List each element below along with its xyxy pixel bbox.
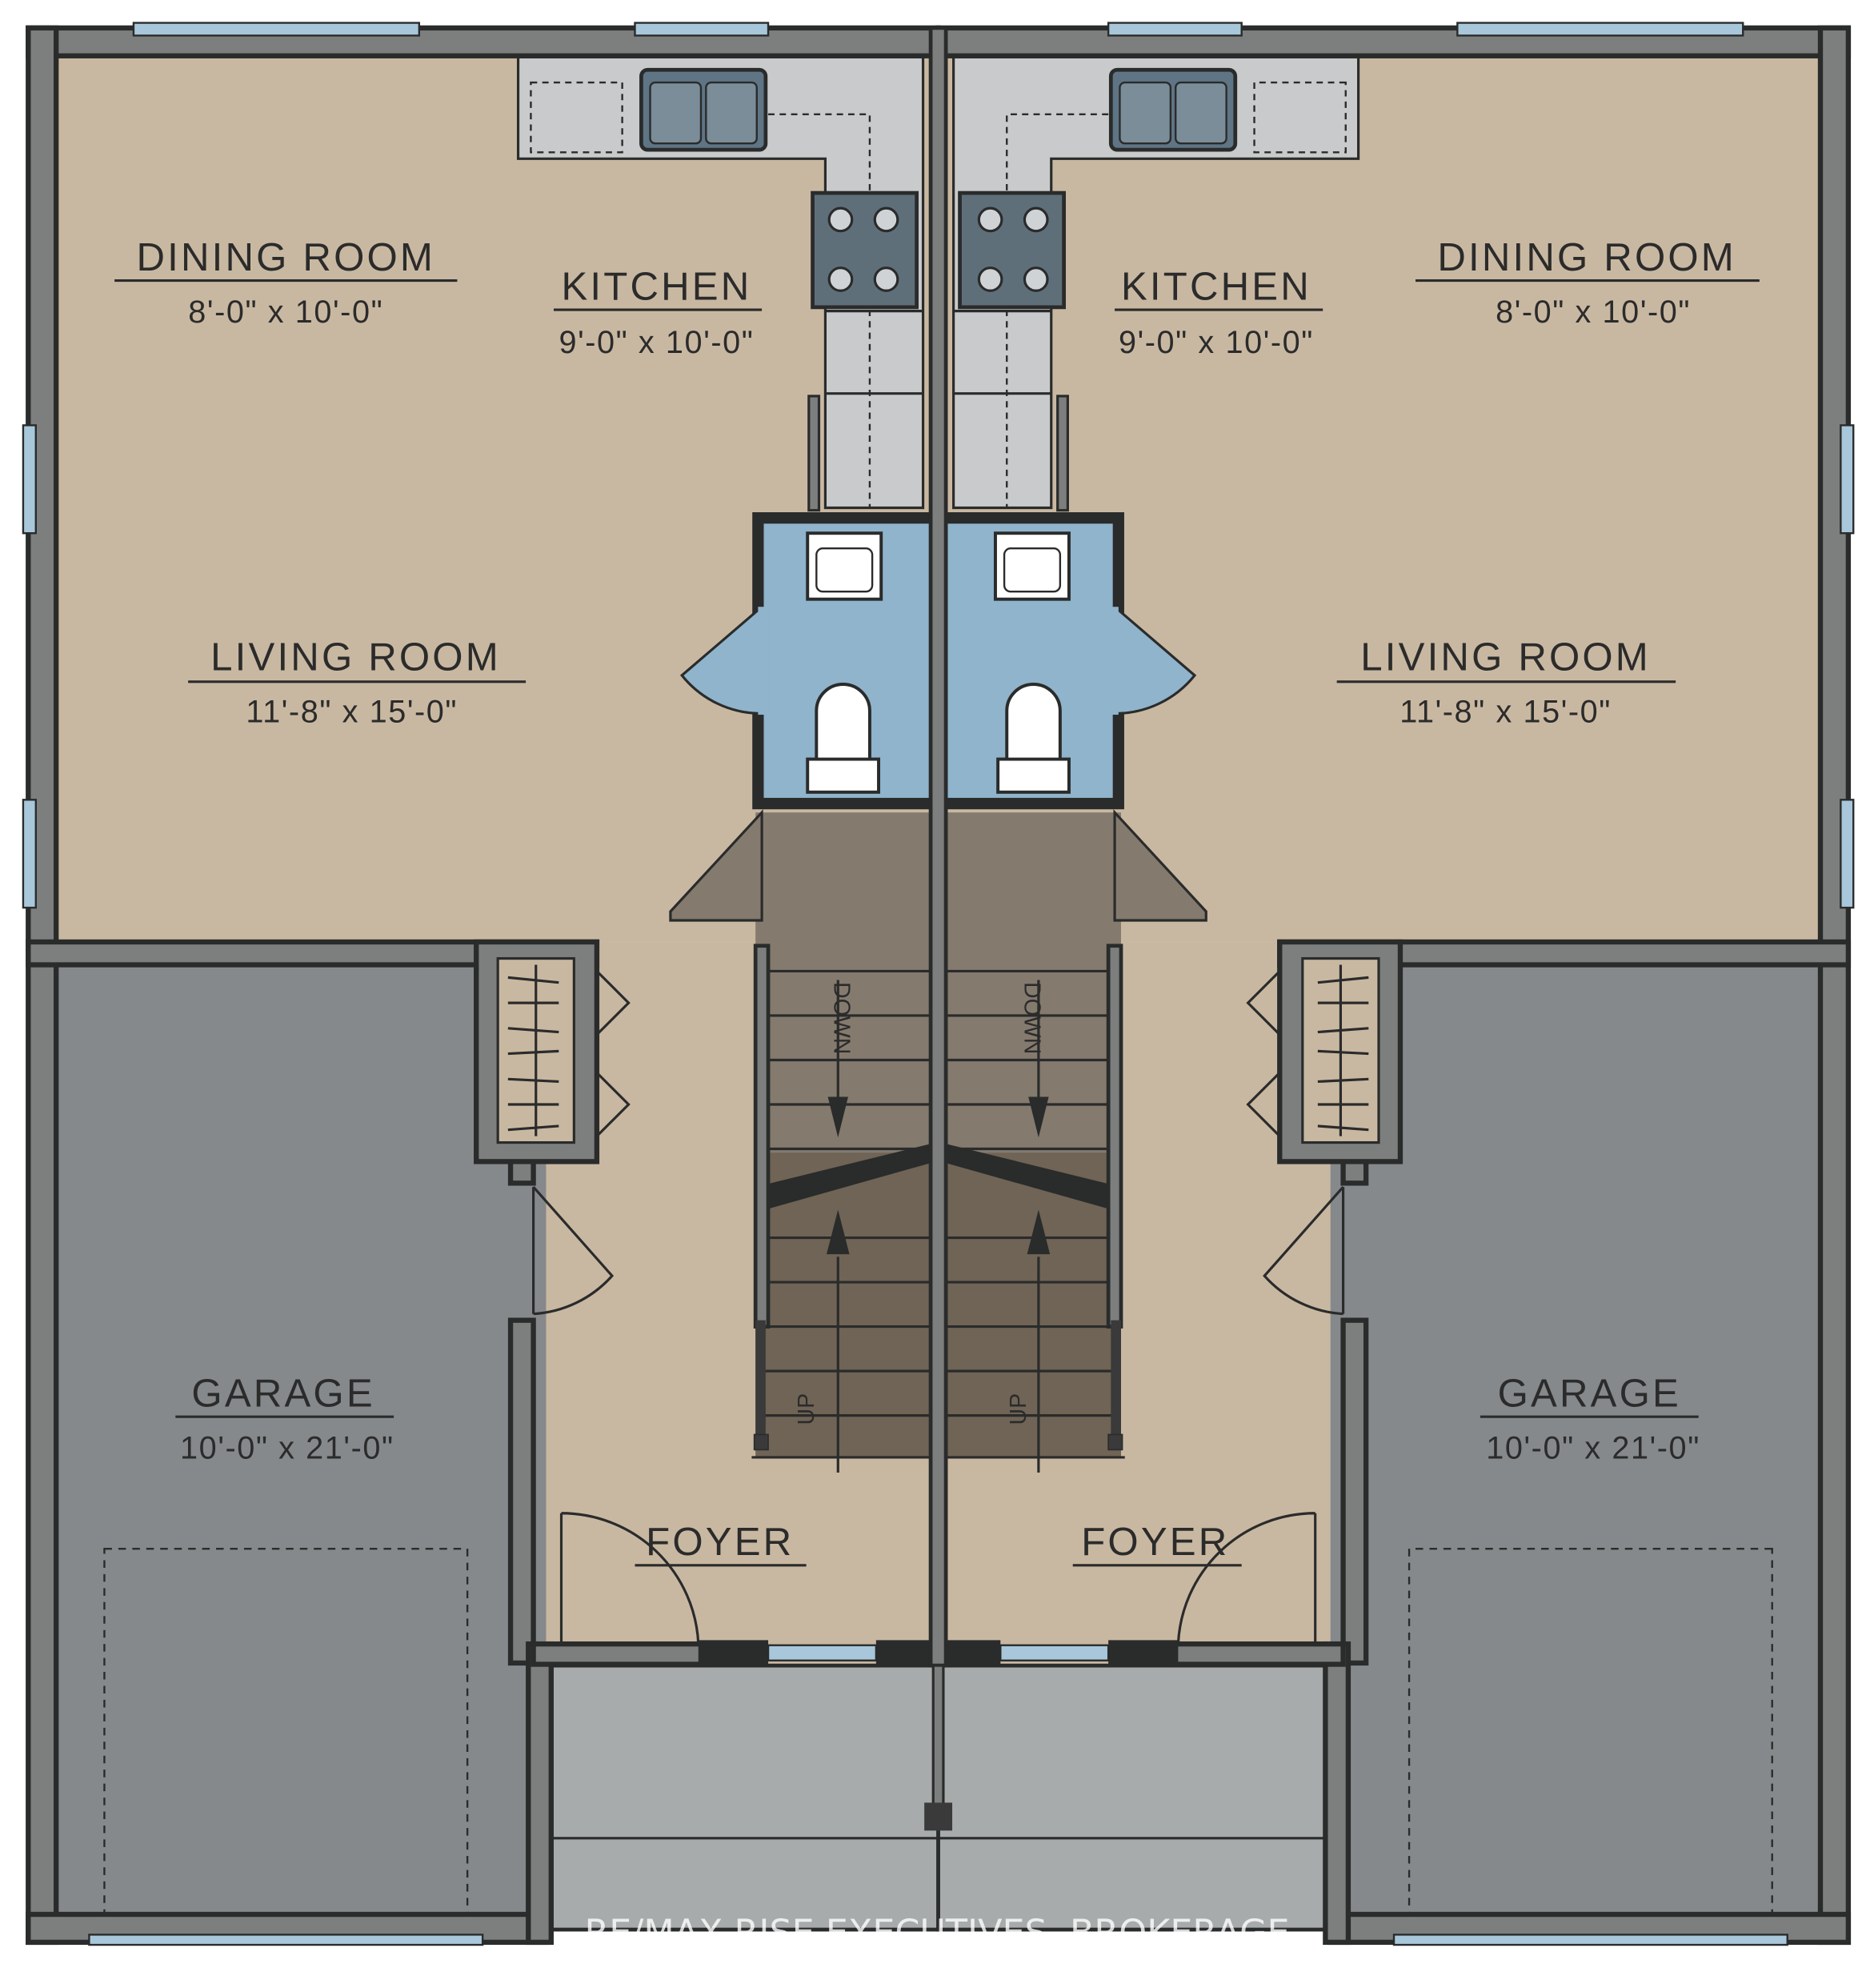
- kitchen-label-left: KITCHEN: [561, 264, 751, 308]
- garage-label-left: GARAGE: [191, 1372, 374, 1416]
- stairs-down-label-left: DOWN: [829, 982, 855, 1054]
- living-room-dims-right: 11'-8" x 15'-0": [1399, 695, 1612, 730]
- dining-room-dims-right: 8'-0" x 10'-0": [1496, 295, 1691, 330]
- garage-label-right: GARAGE: [1498, 1372, 1681, 1416]
- stairs-up-label-right: UP: [1006, 1393, 1031, 1425]
- unit-right-plan: [939, 23, 1854, 1946]
- garage-dims-right: 10'-0" x 21'-0": [1486, 1431, 1700, 1466]
- kitchen-label-right: KITCHEN: [1121, 264, 1311, 308]
- living-room-label-left: LIVING ROOM: [210, 635, 501, 679]
- kitchen-dims-left: 9'-0" x 10'-0": [559, 325, 754, 360]
- foyer-label-left: FOYER: [646, 1520, 794, 1564]
- porch-divider: [931, 1664, 945, 1807]
- kitchen-dims-right: 9'-0" x 10'-0": [1119, 325, 1314, 360]
- garage-dims-left: 10'-0" x 21'-0": [180, 1431, 394, 1466]
- dining-room-label-left: DINING ROOM: [137, 235, 436, 279]
- party-wall: [928, 26, 948, 1668]
- living-room-dims-left: 11'-8" x 15'-0": [246, 695, 458, 730]
- foyer-label-right: FOYER: [1081, 1520, 1229, 1564]
- unit-left-plan: [23, 23, 939, 1946]
- stairs-down-label-right: DOWN: [1019, 982, 1044, 1054]
- stairs-up-label-left: UP: [794, 1393, 819, 1425]
- brokerage-watermark: RE/MAX RISE EXECUTIVES, BROKERAGE: [584, 1913, 1289, 1954]
- dining-room-dims-left: 8'-0" x 10'-0": [188, 295, 383, 330]
- porch-post: [924, 1802, 953, 1831]
- living-room-label-right: LIVING ROOM: [1360, 635, 1651, 679]
- dining-room-label-right: DINING ROOM: [1437, 235, 1736, 279]
